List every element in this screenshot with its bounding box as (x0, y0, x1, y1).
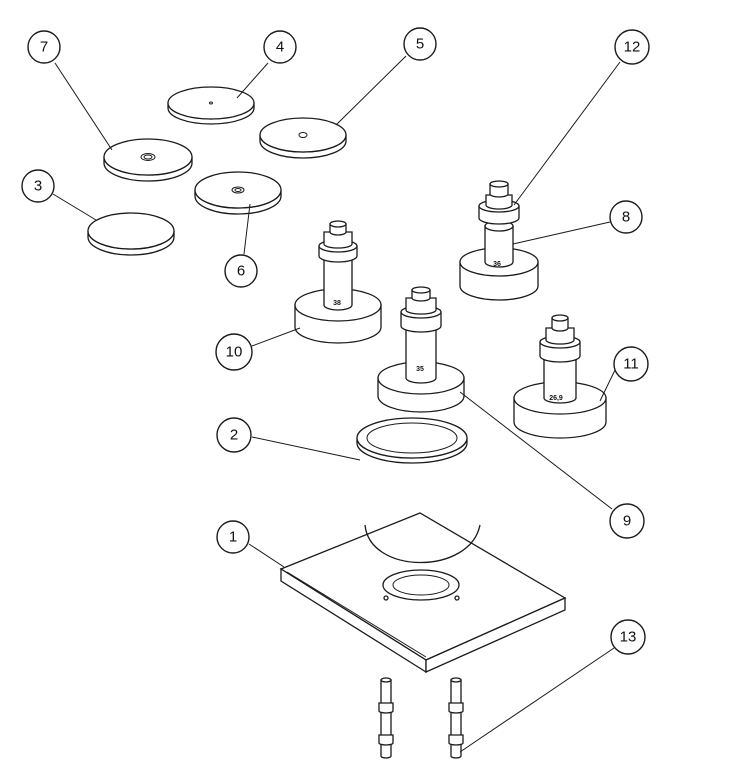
leader-3 (52, 193, 97, 221)
leader-12 (513, 61, 621, 206)
callout-6: 6 (224, 254, 258, 288)
callout-1: 1 (216, 520, 250, 554)
disc-part-6 (194, 171, 282, 215)
callout-10-label: 10 (226, 344, 243, 361)
disc-part-4 (167, 86, 255, 125)
callout-13: 13 (610, 619, 646, 655)
callout-10: 10 (215, 333, 253, 371)
callout-5: 5 (403, 27, 437, 61)
callout-12: 12 (614, 29, 650, 65)
leader-13 (459, 647, 615, 753)
callout-2: 2 (216, 417, 252, 453)
leader-11 (599, 367, 617, 402)
disc-part-5 (259, 117, 347, 159)
callout-7-label: 7 (40, 39, 48, 56)
callout-5-label: 5 (416, 36, 424, 53)
screw-right (448, 677, 464, 759)
callout-2-label: 2 (230, 427, 238, 444)
callout-8: 8 (609, 200, 643, 234)
callout-11: 11 (613, 346, 649, 382)
callout-8-label: 8 (622, 209, 630, 226)
nut-part-12 (478, 180, 520, 225)
callout-9: 9 (609, 503, 645, 539)
leader-4 (236, 62, 269, 99)
engraving-part-11: 26,9 (549, 395, 563, 402)
leader-10 (251, 327, 301, 347)
engraving-part-9: 35 (416, 366, 424, 373)
pin-part-8: 36 (459, 220, 539, 301)
callout-13-label: 13 (620, 629, 637, 646)
leader-2 (251, 436, 361, 461)
disc-part-3 (87, 212, 175, 256)
screw-left (378, 677, 394, 759)
callout-3-label: 3 (34, 178, 42, 195)
base-plate-part-1 (279, 512, 567, 674)
leader-9 (459, 391, 613, 510)
leader-8 (512, 221, 611, 245)
leader-7 (54, 62, 113, 151)
callout-7: 7 (27, 30, 61, 64)
pin-part-11: 26,9 (513, 314, 607, 439)
leader-5 (335, 55, 407, 126)
callout-4: 4 (263, 30, 297, 64)
callout-3: 3 (21, 169, 55, 203)
engraving-part-8: 36 (493, 261, 501, 268)
callout-4-label: 4 (276, 39, 284, 56)
callout-1-label: 1 (229, 529, 237, 546)
callout-6-label: 6 (237, 263, 245, 280)
pin-part-10: 38 (294, 220, 382, 344)
callout-11-label: 11 (623, 356, 639, 373)
leader-1 (248, 543, 285, 568)
callout-12-label: 12 (624, 39, 641, 56)
disc-part-7 (103, 138, 193, 182)
ring-part-2 (356, 417, 468, 464)
pin-part-9: 35 (377, 286, 465, 413)
leader-lines (52, 55, 621, 753)
callout-9-label: 9 (623, 513, 631, 530)
engraving-part-10: 38 (333, 300, 341, 307)
leader-6 (243, 203, 251, 255)
